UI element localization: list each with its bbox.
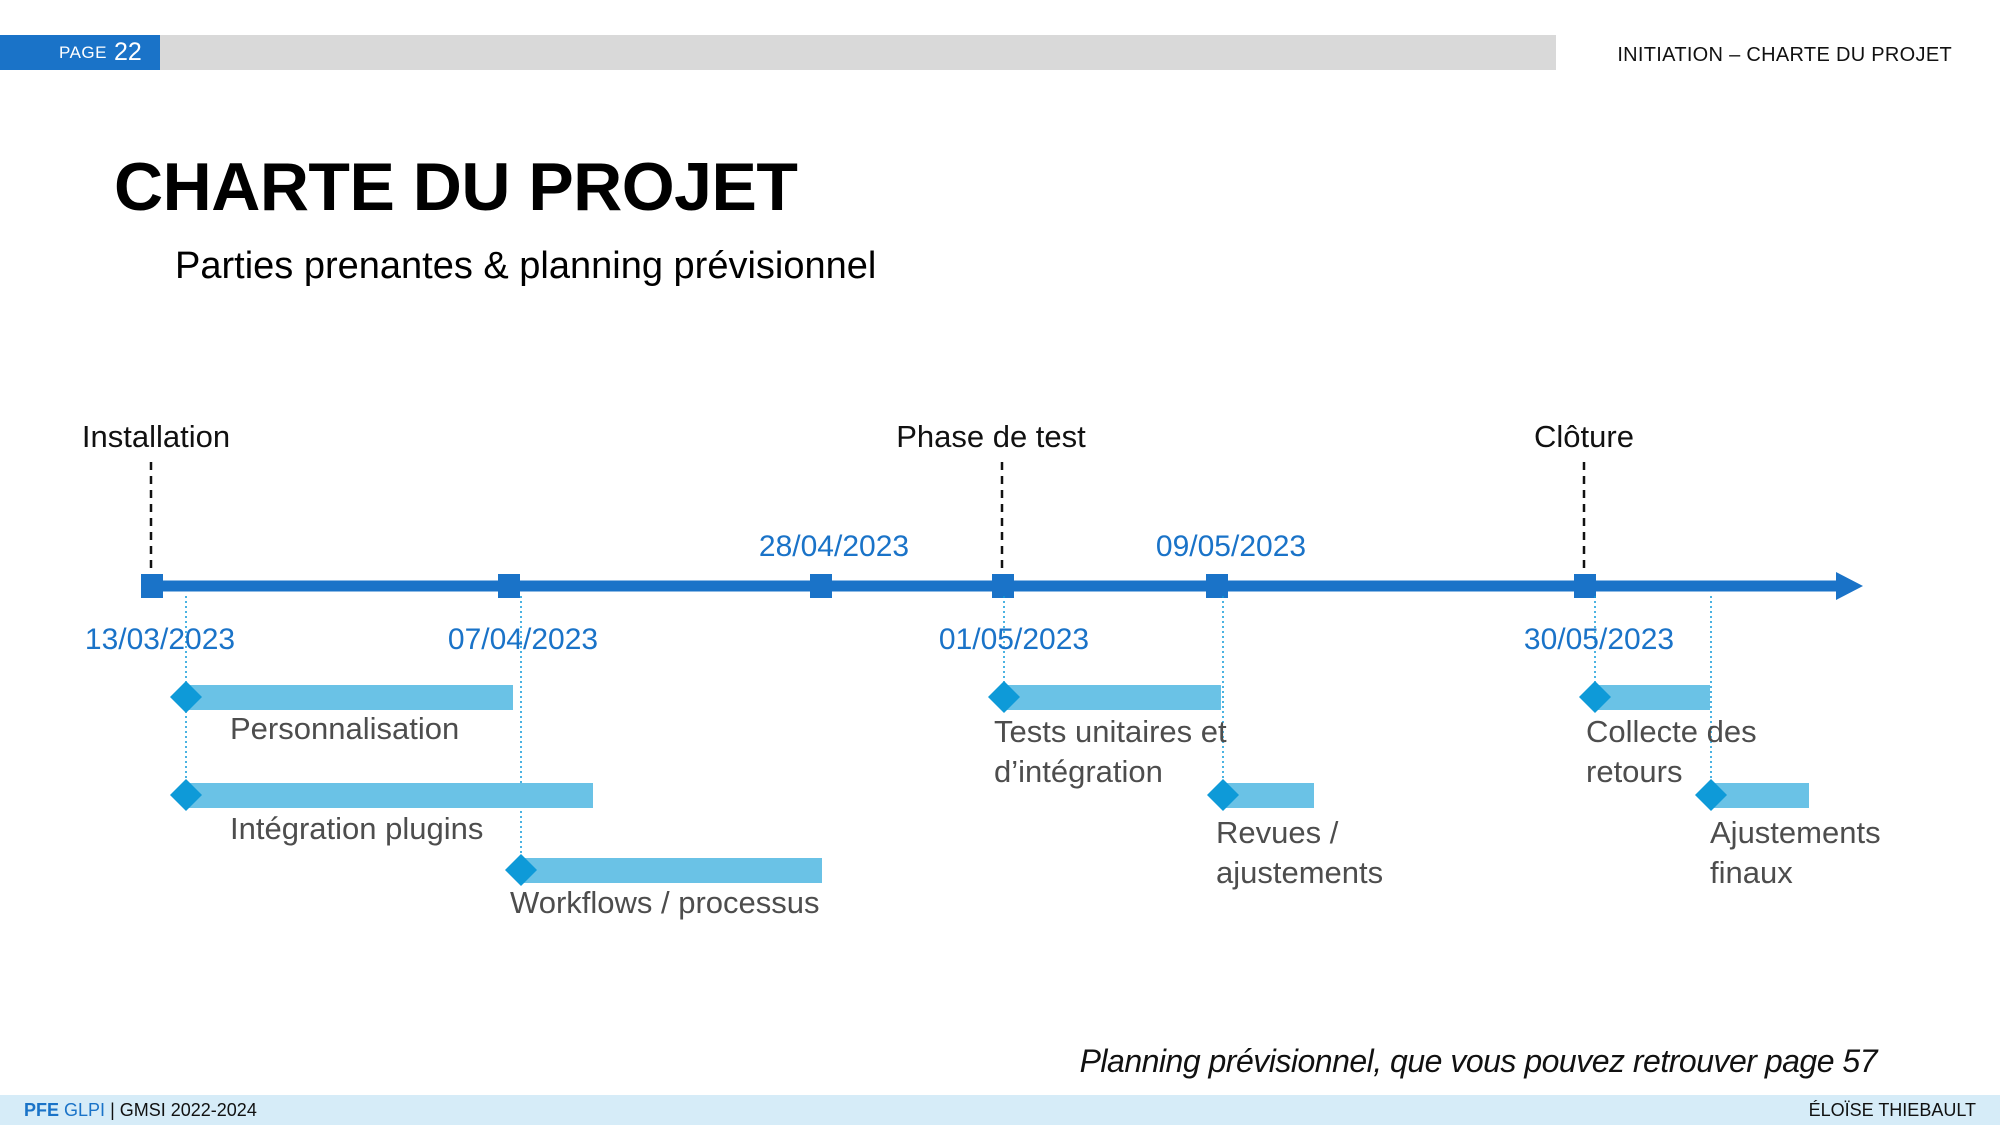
task-label: retours: [1586, 754, 1682, 789]
page-subtitle: Parties prenantes & planning prévisionne…: [175, 245, 877, 287]
task-diamond-icon: [988, 681, 1020, 713]
task-label: Workflows / processus: [510, 885, 820, 920]
footer: PFE GLPI | GMSI 2022-2024 ÉLOÏSE THIEBAU…: [0, 1095, 2000, 1125]
task-bar-personnalisation: [186, 685, 513, 710]
task-bar-collecte: [1595, 685, 1710, 710]
task-diamond-icon: [1579, 681, 1611, 713]
task-diamond-icon: [170, 681, 202, 713]
task-diamond-icon: [505, 854, 537, 886]
header-bar: [160, 35, 1556, 70]
page-title: CHARTE DU PROJET: [114, 149, 798, 225]
milestone-label-cloture: Clôture: [1534, 419, 1634, 454]
task-label: Intégration plugins: [230, 811, 483, 846]
axis-tick: [810, 574, 832, 598]
task-label: Collecte des: [1586, 714, 1757, 749]
date-label: 09/05/2023: [1156, 530, 1306, 563]
task-diamond-icon: [1695, 779, 1727, 811]
task-bar-workflows: [521, 858, 822, 883]
task-label: Tests unitaires et: [994, 714, 1227, 749]
date-label: 30/05/2023: [1524, 623, 1674, 656]
task-bar-ajustements: [1711, 783, 1809, 808]
axis-tick: [498, 574, 520, 598]
section-title: INITIATION – CHARTE DU PROJET: [1617, 44, 1952, 66]
date-label: 07/04/2023: [448, 623, 598, 656]
task-diamond-icon: [170, 779, 202, 811]
task-bar-integration-plugins: [186, 783, 593, 808]
task-label: ajustements: [1216, 855, 1383, 890]
date-label: 28/04/2023: [759, 530, 909, 563]
task-bar-tests: [1004, 685, 1221, 710]
task-label: d’intégration: [994, 754, 1163, 789]
axis-tick: [141, 574, 163, 598]
task-label: Revues /: [1216, 815, 1339, 850]
footer-author: ÉLOÏSE THIEBAULT: [1808, 1099, 1976, 1120]
footer-program: PFE GLPI | GMSI 2022-2024: [24, 1100, 257, 1121]
page-number: 22: [113, 38, 142, 66]
task-label: Ajustements: [1710, 815, 1881, 850]
milestone-label-installation: Installation: [82, 419, 230, 454]
axis-tick: [1574, 574, 1596, 598]
axis-tick: [992, 574, 1014, 598]
milestone-label-phase-de-test: Phase de test: [896, 419, 1086, 454]
planning-caption: Planning prévisionnel, que vous pouvez r…: [1079, 1043, 1878, 1079]
footer-course: | GMSI 2022-2024: [105, 1099, 257, 1120]
date-label: 01/05/2023: [939, 623, 1089, 656]
page-label: PAGE: [59, 42, 107, 62]
axis-tick: [1206, 574, 1228, 598]
page-number-badge: PAGE 22: [0, 35, 160, 70]
timeline-arrowhead: [1836, 572, 1863, 600]
footer-pfe: PFE: [24, 1099, 60, 1120]
date-label: 13/03/2023: [85, 623, 235, 656]
footer-glpi: GLPI: [64, 1099, 106, 1120]
task-diamond-icon: [1207, 779, 1239, 811]
task-label: finaux: [1710, 855, 1793, 890]
task-label: Personnalisation: [230, 711, 459, 746]
